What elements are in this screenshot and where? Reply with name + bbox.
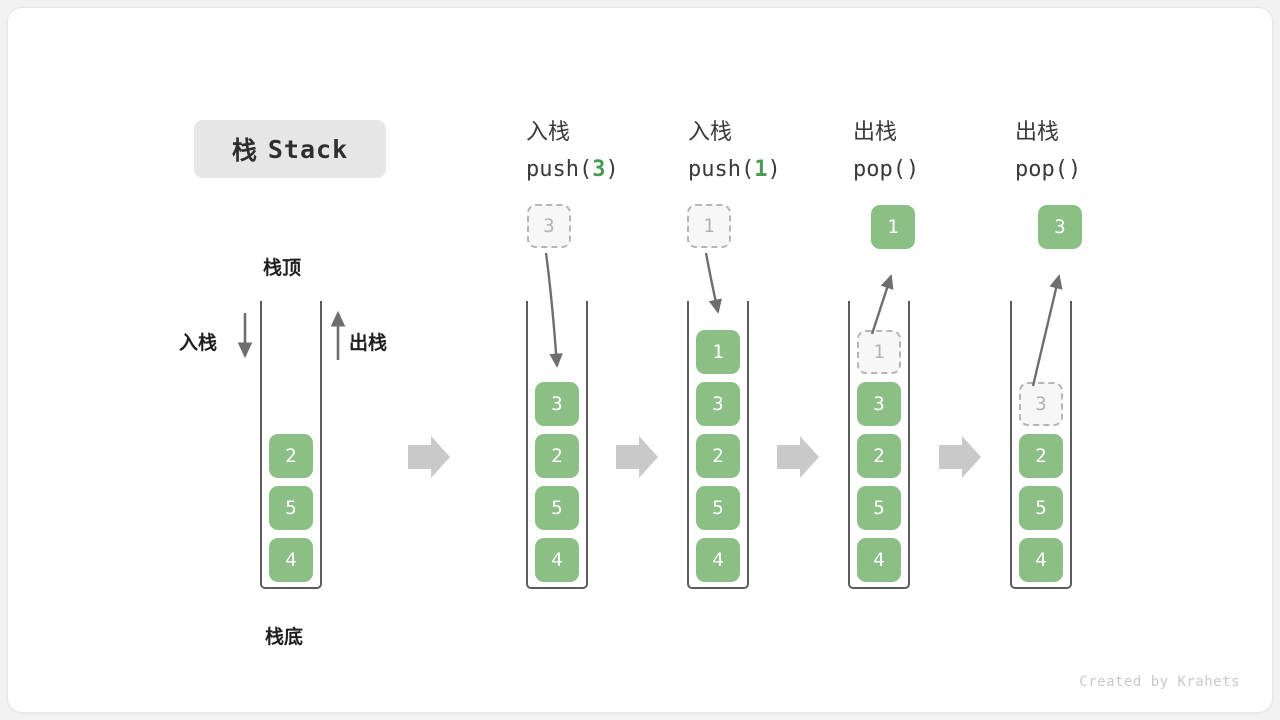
header-code: push(3) (526, 151, 726, 189)
popped-cell: 1 (871, 205, 915, 249)
stack-cell: 5 (269, 486, 313, 530)
stack-cell: 3 (535, 382, 579, 426)
header-cjk: 出栈 (853, 119, 898, 144)
code-argument: 1 (754, 157, 768, 182)
stack-container-push-3: 3 2 5 4 (526, 301, 588, 589)
header-code: push(1) (688, 151, 888, 189)
stack-container-pop-1: 1 3 2 5 4 (848, 301, 910, 589)
code-suffix: ) (605, 157, 619, 182)
flow-arrow-3 (777, 436, 819, 478)
stack-cell: 4 (857, 538, 901, 582)
incoming-ghost-cell: 3 (527, 204, 571, 248)
header-cjk: 入栈 (526, 119, 571, 144)
incoming-ghost-cell: 1 (687, 204, 731, 248)
popped-cell: 3 (1038, 205, 1082, 249)
stack-items-pop-3: 3 2 5 4 (1012, 382, 1070, 582)
stack-items-push-1: 1 3 2 5 4 (689, 330, 747, 582)
pop-direction-label: 出栈 (349, 333, 388, 354)
stack-cell: 2 (696, 434, 740, 478)
stack-bottom-label: 栈底 (265, 627, 304, 648)
stack-cell-removed: 1 (857, 330, 901, 374)
stack-items-push-3: 3 2 5 4 (528, 382, 586, 582)
stack-cell: 2 (269, 434, 313, 478)
stack-container-pop-3: 3 2 5 4 (1010, 301, 1072, 589)
stack-cell: 2 (1019, 434, 1063, 478)
stack-cell: 5 (857, 486, 901, 530)
stack-container-push-1: 1 3 2 5 4 (687, 301, 749, 589)
stack-cell: 2 (857, 434, 901, 478)
diagram-card: 栈 Stack 栈顶 栈底 入栈 出栈 2 5 4 入栈 push(3) 3 3… (8, 8, 1272, 712)
code-prefix: pop( (1015, 157, 1068, 182)
stack-cell: 4 (1019, 538, 1063, 582)
stack-cell: 2 (535, 434, 579, 478)
code-argument: 3 (592, 157, 606, 182)
column-header-pop-3: 出栈 pop() (1015, 113, 1215, 189)
header-code: pop() (853, 151, 1053, 189)
flow-arrow-2 (616, 436, 658, 478)
title-cjk: 栈 (231, 137, 258, 165)
header-cjk: 入栈 (688, 119, 733, 144)
stack-cell: 4 (269, 538, 313, 582)
flow-arrow-4 (939, 436, 981, 478)
code-prefix: push( (526, 157, 593, 182)
stack-cell-removed: 3 (1019, 382, 1063, 426)
stack-cell: 5 (696, 486, 740, 530)
stack-cell: 4 (535, 538, 579, 582)
code-suffix: ) (1067, 157, 1082, 182)
stack-cell: 4 (696, 538, 740, 582)
credit-text: Created by Krahets (1079, 674, 1240, 690)
stack-container-initial: 2 5 4 (260, 301, 322, 589)
column-header-pop-1: 出栈 pop() (853, 113, 1053, 189)
stack-cell: 3 (857, 382, 901, 426)
stack-cell: 5 (535, 486, 579, 530)
stack-cell: 5 (1019, 486, 1063, 530)
stack-items-initial: 2 5 4 (262, 434, 320, 582)
header-cjk: 出栈 (1015, 119, 1060, 144)
flow-arrow-1 (408, 436, 450, 478)
code-suffix: ) (905, 157, 920, 182)
header-code: pop() (1015, 151, 1215, 189)
column-header-push-3: 入栈 push(3) (526, 113, 726, 189)
stack-cell: 1 (696, 330, 740, 374)
stack-cell: 3 (696, 382, 740, 426)
code-prefix: push( (688, 157, 755, 182)
stack-items-pop-1: 1 3 2 5 4 (850, 330, 908, 582)
code-suffix: ) (767, 157, 781, 182)
diagram-title-chip: 栈 Stack (194, 120, 386, 178)
title-latin: Stack (267, 134, 349, 164)
code-prefix: pop( (853, 157, 906, 182)
push-direction-label: 入栈 (179, 333, 218, 354)
stack-top-label: 栈顶 (263, 258, 302, 279)
column-header-push-1: 入栈 push(1) (688, 113, 888, 189)
